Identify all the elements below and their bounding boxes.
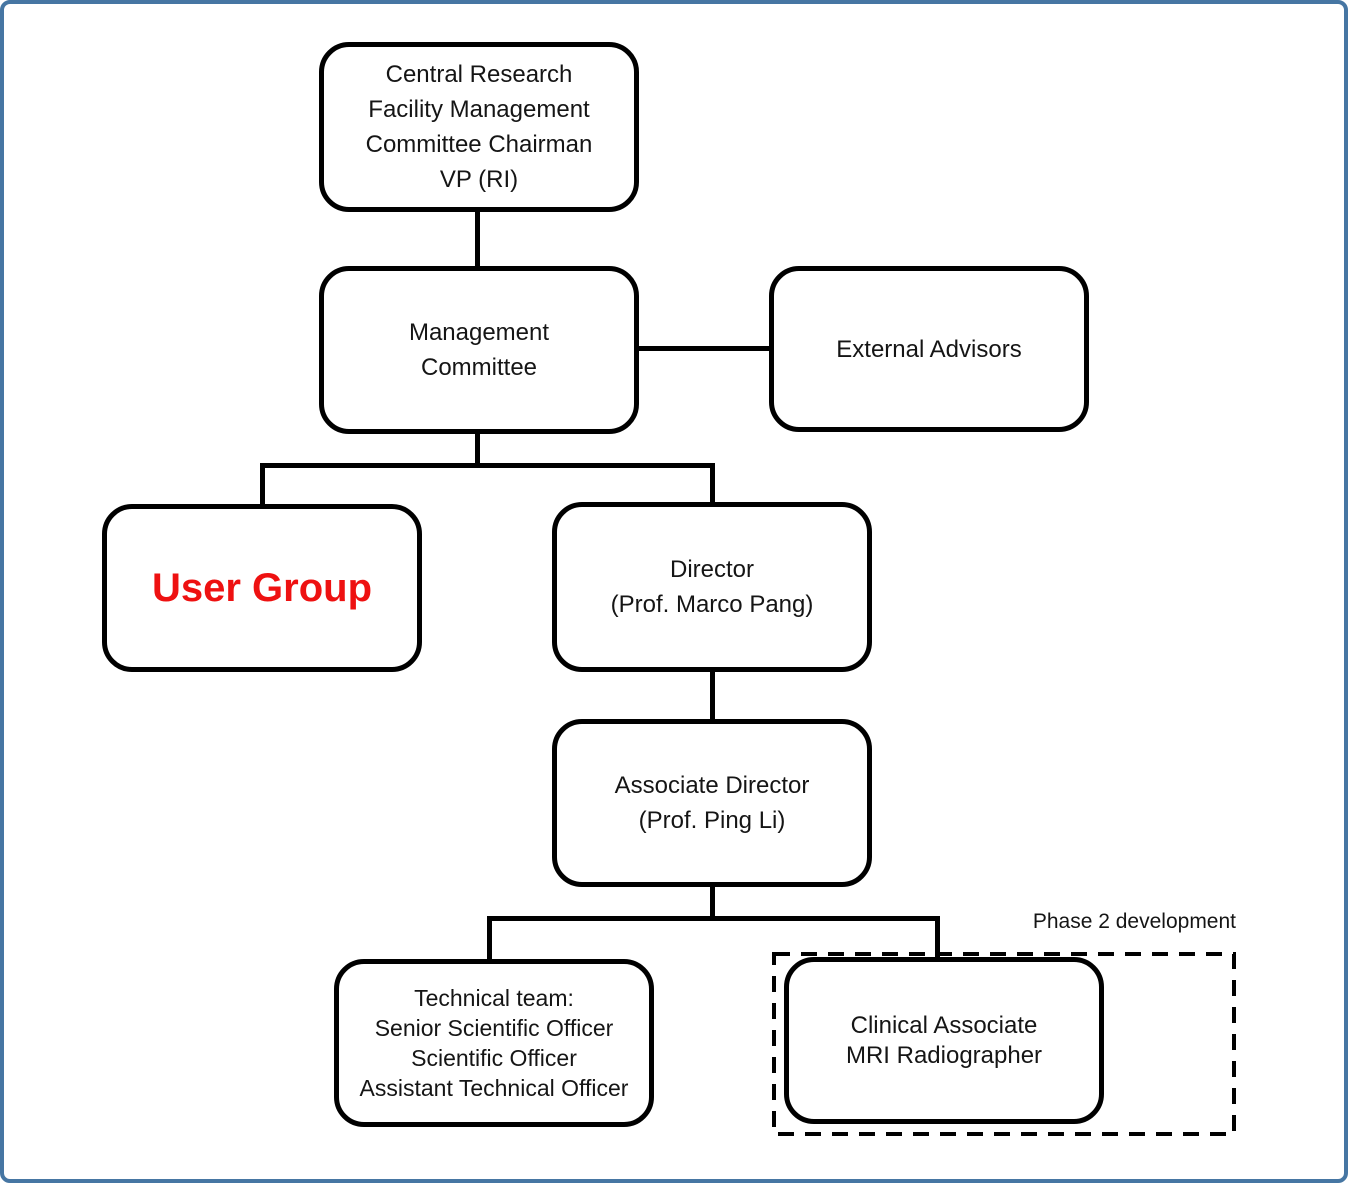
node-label-line: VP (RI): [439, 166, 519, 193]
connector-bottom-split-horizontal: [487, 916, 940, 921]
node-director: Director (Prof. Marco Pang): [552, 502, 872, 672]
connector-management-to-advisors: [637, 346, 771, 351]
node-label-line: Associate Director: [614, 772, 810, 799]
node-label-line: Committee: [420, 354, 538, 381]
connector-split-horizontal: [260, 463, 715, 468]
connector-drop-to-user-group: [260, 463, 265, 507]
connector-drop-to-director: [710, 463, 715, 505]
node-associate-director: Associate Director (Prof. Ping Li): [552, 719, 872, 887]
node-label-line: Committee Chairman: [365, 131, 593, 158]
connector-management-down-stem: [475, 432, 480, 468]
node-external-advisors: External Advisors: [769, 266, 1089, 432]
node-label-line: External Advisors: [836, 335, 1022, 363]
node-technical-team: Technical team: Senior Scientific Office…: [334, 959, 654, 1127]
connector-director-to-associate: [710, 670, 715, 722]
node-clinical-associate: Clinical Associate MRI Radiographer: [784, 957, 1104, 1124]
phase2-dashed-region: [772, 952, 1236, 1136]
node-label-line: (Prof. Ping Li): [638, 807, 786, 834]
connector-drop-to-technical-team: [487, 916, 492, 962]
node-label-line: (Prof. Marco Pang): [610, 591, 814, 618]
node-label-line: Facility Management: [368, 96, 590, 123]
node-label-line: Assistant Technical Officer: [359, 1075, 629, 1101]
node-user-group: User Group: [102, 504, 422, 672]
node-label-line: Central Research: [385, 61, 573, 88]
node-management-committee: Management Committee: [319, 266, 639, 434]
connector-associate-down-stem: [710, 885, 715, 921]
node-label-line: Director: [669, 556, 754, 583]
node-label-line: MRI Radiographer: [845, 1041, 1043, 1069]
node-chairman: Central Research Facility Management Com…: [319, 42, 639, 212]
node-label-line: Senior Scientific Officer: [374, 1015, 614, 1041]
node-label-line: Clinical Associate: [850, 1011, 1038, 1039]
node-label-line: Scientific Officer: [411, 1045, 577, 1071]
node-label-line: Management: [408, 319, 550, 346]
node-label-line: User Group: [151, 565, 373, 610]
node-label-line: Technical team:: [414, 985, 574, 1011]
connector-drop-to-clinical-associate: [935, 916, 940, 960]
phase2-development-label: Phase 2 development: [1032, 910, 1236, 933]
connector-chairman-to-management: [475, 210, 480, 268]
